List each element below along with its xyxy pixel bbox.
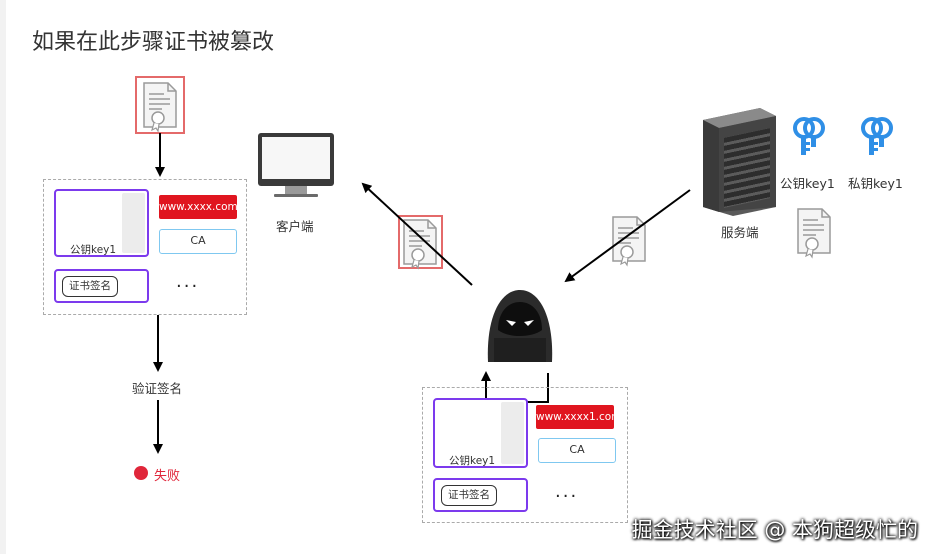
certificate-tampered-icon: [398, 215, 443, 269]
hacker-domain-bar: www.xxxx1.com: [536, 405, 621, 429]
hacker-icon: [487, 290, 553, 362]
hacker-cert-box: [422, 387, 628, 523]
server-label: 服务端: [721, 225, 759, 240]
client-public-key-box: [54, 189, 149, 257]
hacker-signature-pill: 证书签名: [441, 485, 497, 506]
certificate-intercepted-icon: [612, 216, 646, 266]
key-icon: [861, 117, 893, 157]
watermark: 掘金技术社区 @ 本狗超级忙的: [631, 518, 918, 542]
gray-panel: [501, 402, 524, 464]
certificate-server-icon: [797, 208, 831, 258]
monitor-icon: [258, 133, 334, 197]
arrow-hacker-to-client: [361, 182, 473, 286]
arrow-server-to-hacker: [564, 189, 691, 283]
page-title: 如果在此步骤证书被篡改: [32, 30, 275, 55]
client-label: 客户端: [276, 219, 314, 234]
hacker-ca-box: CA: [538, 438, 616, 463]
gray-panel: [122, 193, 145, 253]
key-icon: [793, 117, 825, 157]
fail-dot-icon: [134, 466, 148, 480]
client-domain-bar: www.xxxx.com: [159, 195, 238, 219]
verify-label: 验证签名: [132, 381, 183, 396]
server-private-key-label: 私钥key1: [848, 176, 903, 191]
left-edge-bar: [0, 0, 6, 554]
client-ellipsis: ···: [176, 276, 200, 297]
hacker-public-key-label: 公钥key1: [449, 455, 496, 467]
server-rack-stripes: [724, 128, 770, 208]
client-cert-box: [43, 179, 247, 315]
hacker-ellipsis: ···: [555, 486, 579, 507]
hacker-public-key-box: [433, 398, 528, 468]
client-signature-pill: 证书签名: [62, 276, 118, 297]
certificate-top-icon: [135, 76, 185, 134]
server-public-key-label: 公钥key1: [780, 176, 835, 191]
client-public-key-label: 公钥key1: [70, 244, 117, 256]
client-ca-box: CA: [159, 229, 237, 254]
result-label: 失败: [154, 469, 181, 484]
